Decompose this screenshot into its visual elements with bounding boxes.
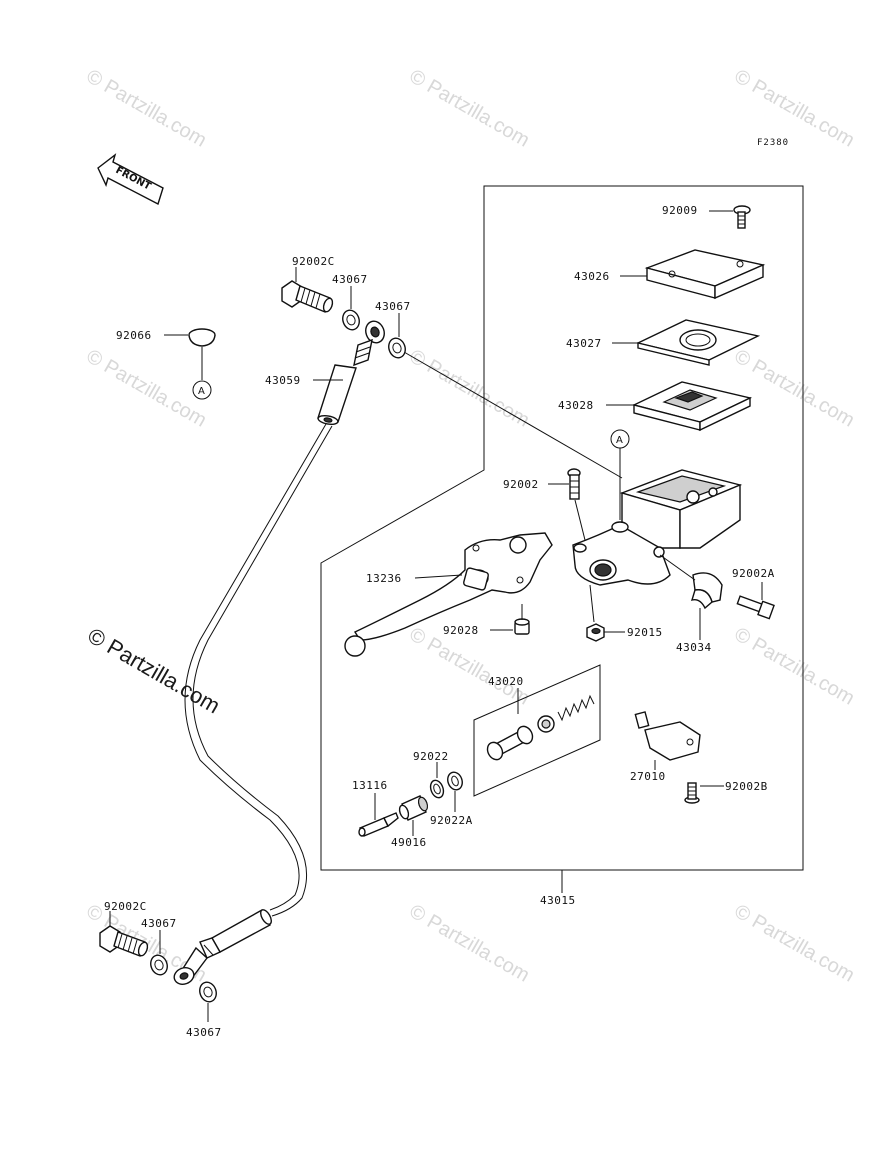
part-label-43067-top-2: 43067 [375, 300, 411, 313]
part-label-92002: 92002 [503, 478, 539, 491]
watermark: © Partzilla.com [83, 65, 211, 151]
part-label-43067-top-1: 43067 [332, 273, 368, 286]
reservoir-cap-43026 [644, 249, 766, 300]
washer-43067-top-1 [342, 309, 360, 331]
part-label-92022a: 92022A [430, 814, 473, 827]
master-cylinder-body [572, 469, 743, 586]
reference-marker-label: A [616, 435, 623, 446]
banjo-fitting-top [353, 320, 385, 367]
washer-43067-bottom-1 [150, 954, 168, 976]
brake-hose-line [184, 423, 327, 911]
part-label-43020: 43020 [488, 675, 524, 688]
banjo-fitting-bottom [173, 946, 208, 985]
part-label-92002b: 92002B [725, 780, 768, 793]
watermark: © Partzilla.com [406, 345, 534, 431]
piston-43020 [486, 715, 555, 761]
nut-92015 [586, 623, 605, 642]
watermark: © Partzilla.com [731, 65, 859, 151]
washer-43067-top-2 [388, 337, 406, 359]
diaphragm-43028 [631, 381, 753, 432]
brake-lever-13236 [344, 532, 553, 657]
watermark: © Partzilla.com [406, 900, 534, 986]
watermark: © Partzilla.com [406, 65, 534, 151]
reservoir-plate-43027 [635, 319, 761, 366]
spring-43020 [557, 694, 595, 722]
part-label-43067-bottom-2: 43067 [186, 1026, 222, 1039]
brake-hose-line-inner [192, 425, 333, 917]
banjo-bolt-92002c-top [281, 280, 334, 313]
part-label-43015: 43015 [540, 894, 576, 907]
piston-kit-box [473, 664, 601, 797]
watermark: © Partzilla.com [731, 623, 859, 709]
part-label-43026: 43026 [574, 270, 610, 283]
banjo-bolt-92002c-bottom [99, 925, 149, 957]
part-label-27010: 27010 [630, 770, 666, 783]
reference-marker-a-left: A [192, 380, 212, 400]
brake-switch-27010 [634, 711, 701, 761]
part-label-43027: 43027 [566, 337, 602, 350]
watermark: © Partzilla.com [731, 345, 859, 431]
boot-49016 [398, 795, 429, 821]
watermark: © Partzilla.com [83, 345, 211, 431]
washer-43067-bottom-2 [199, 981, 217, 1003]
part-label-13116: 13116 [352, 779, 388, 792]
bleeder-cap-92066 [188, 328, 216, 347]
watermark: © Partzilla.com [731, 900, 859, 986]
part-label-13236: 13236 [366, 572, 402, 585]
part-label-49016: 49016 [391, 836, 427, 849]
part-label-92066: 92066 [116, 329, 152, 342]
front-arrow-icon: FRONT [97, 153, 164, 206]
part-label-43059: 43059 [265, 374, 301, 387]
push-rod-13116 [358, 812, 399, 837]
part-label-92009: 92009 [662, 204, 698, 217]
part-label-43028: 43028 [558, 399, 594, 412]
watermarks: © Partzilla.com © Partzilla.com © Partzi… [83, 65, 859, 986]
part-label-92028: 92028 [443, 624, 479, 637]
part-label-92002a: 92002A [732, 567, 775, 580]
part-label-43067-bottom-1: 43067 [141, 917, 177, 930]
watermark-main: © Partzilla.com [84, 623, 225, 719]
leader-banjo-to-body [403, 351, 623, 479]
brake-hose-43059-top [317, 364, 357, 426]
washer-92022a [447, 771, 463, 791]
bolt-92002a [736, 595, 775, 620]
part-label-92022: 92022 [413, 750, 449, 763]
screw-92009 [733, 205, 751, 229]
screw-92002b [684, 782, 700, 804]
reference-marker-label: A [198, 386, 205, 397]
part-label-43034: 43034 [676, 641, 712, 654]
master-cylinder-assembly-box [320, 185, 804, 871]
reference-marker-a: A [610, 429, 630, 520]
bolt-92002 [567, 468, 581, 500]
part-label-92015: 92015 [627, 626, 663, 639]
circlip-92022 [429, 779, 445, 799]
part-label-92002c-bottom: 92002C [104, 900, 147, 913]
clamp-43034 [690, 572, 723, 610]
brake-hose-43059-bottom [199, 909, 272, 959]
diagram-code: F2380 [757, 138, 789, 148]
pivot-collar-92028 [514, 618, 530, 635]
part-label-92002c-top: 92002C [292, 255, 335, 268]
